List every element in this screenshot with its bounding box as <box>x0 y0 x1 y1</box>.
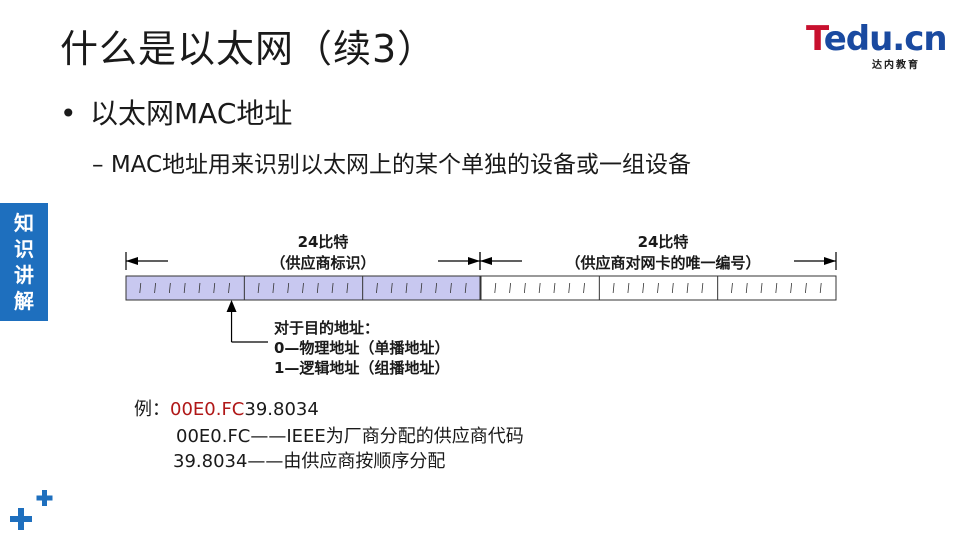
mac-diagram-graphic <box>125 252 837 343</box>
bit-tick <box>346 282 349 294</box>
example-label: 例： <box>134 399 170 420</box>
logo-subtitle: 达内教育 <box>872 60 920 71</box>
bullet-level1-text: 以太网MAC地址 <box>90 97 293 130</box>
bit-tick <box>657 282 659 294</box>
bullet-level2-text: MAC地址用来识别以太网上的某个单独的设备或一组设备 <box>110 152 692 178</box>
bit-tick <box>583 282 585 294</box>
bit-tick <box>420 282 423 294</box>
bit-tick <box>331 282 334 294</box>
bit-tick <box>731 282 733 294</box>
bit-tick <box>168 282 171 294</box>
plus-decoration-icon <box>10 490 53 530</box>
tab-char: 解 <box>14 289 34 313</box>
bit-tick <box>509 282 511 294</box>
bit-tick <box>302 282 304 294</box>
example-line2: 00E0.FC——IEEE为厂商分配的供应商代码 <box>176 426 524 447</box>
example-rest: 39.8034 <box>244 399 319 420</box>
bit-tick <box>316 282 319 294</box>
mac-address-diagram: 24比特 （供应商标识） 24比特 （供应商对网卡的唯一编号） 对于目的地址： … <box>118 222 848 382</box>
bullet-marker: • <box>60 97 77 130</box>
left-span-bits: 24比特 <box>297 233 349 251</box>
bit-tick <box>775 282 778 294</box>
right-span-bits: 24比特 <box>637 233 689 251</box>
bit-tick <box>701 282 704 294</box>
bit-tick <box>287 282 290 294</box>
bit-tick <box>183 282 186 294</box>
slide-title: 什么是以太网（续3） <box>60 27 437 71</box>
tab-char: 识 <box>14 237 34 261</box>
bit-tick <box>819 282 822 294</box>
ig-bit-pointer-arrowhead <box>226 300 237 312</box>
knowledge-tab: 知 识 讲 解 <box>0 203 48 321</box>
logo-wordmark: Tedu.cn <box>806 19 948 59</box>
bit-tick <box>272 282 275 294</box>
bit-tick <box>213 282 216 294</box>
example-line1: 例：00E0.FC39.8034 <box>134 398 319 422</box>
bit-tick <box>612 282 615 294</box>
bit-tick <box>257 282 260 294</box>
bit-tick <box>627 282 630 294</box>
bit-tick <box>139 282 142 294</box>
bit-tick <box>760 282 763 294</box>
bit-tick <box>805 282 807 294</box>
tab-char: 讲 <box>14 263 34 287</box>
bit-tick <box>553 282 556 294</box>
bit-tick <box>228 282 230 294</box>
example-highlight: 00E0.FC <box>170 399 245 420</box>
bit-tick <box>568 282 571 294</box>
bit-tick <box>435 282 438 294</box>
bit-tick <box>523 282 526 294</box>
bit-tick <box>154 282 156 294</box>
bit-tick <box>464 282 467 294</box>
left-span-desc: （供应商标识） <box>270 254 376 272</box>
right-span-arrow-right <box>824 257 836 265</box>
bit-note: 对于目的地址： 0—物理地址（单播地址） 1—逻辑地址（组播地址） <box>274 318 449 378</box>
bullet-level2-marker: – <box>92 152 104 178</box>
logo-rest: edu.cn <box>823 19 948 59</box>
bit-tick <box>686 282 689 294</box>
bit-tick <box>538 282 541 294</box>
logo-letter: T <box>806 19 825 59</box>
example-line3: 39.8034——由供应商按顺序分配 <box>173 451 446 472</box>
bit-tick <box>450 282 452 294</box>
bit-tick <box>745 282 748 294</box>
left-span-arrow-right <box>468 257 480 265</box>
bit-tick <box>671 282 674 294</box>
tedu-logo: Tedu.cn 达内教育 <box>806 22 948 71</box>
bit-tick <box>198 282 201 294</box>
bit-tick <box>376 282 378 294</box>
left-span-arrow-left <box>126 257 138 265</box>
right-span-arrow-left <box>480 257 492 265</box>
bit-tick <box>790 282 793 294</box>
bullet-level2: – MAC地址用来识别以太网上的某个单独的设备或一组设备 <box>92 145 691 179</box>
tab-char: 知 <box>14 211 34 235</box>
bullet-level1: • 以太网MAC地址 <box>60 92 292 132</box>
bit-tick <box>642 282 645 294</box>
right-span-desc: （供应商对网卡的唯一编号） <box>565 254 761 272</box>
bit-note-line1: 对于目的地址： <box>274 319 380 337</box>
bit-note-line2: 0—物理地址（单播地址） <box>274 339 450 357</box>
bit-note-line3: 1—逻辑地址（组播地址） <box>274 359 450 377</box>
bit-tick <box>390 282 393 294</box>
bit-tick <box>405 282 408 294</box>
bit-tick <box>494 282 497 294</box>
